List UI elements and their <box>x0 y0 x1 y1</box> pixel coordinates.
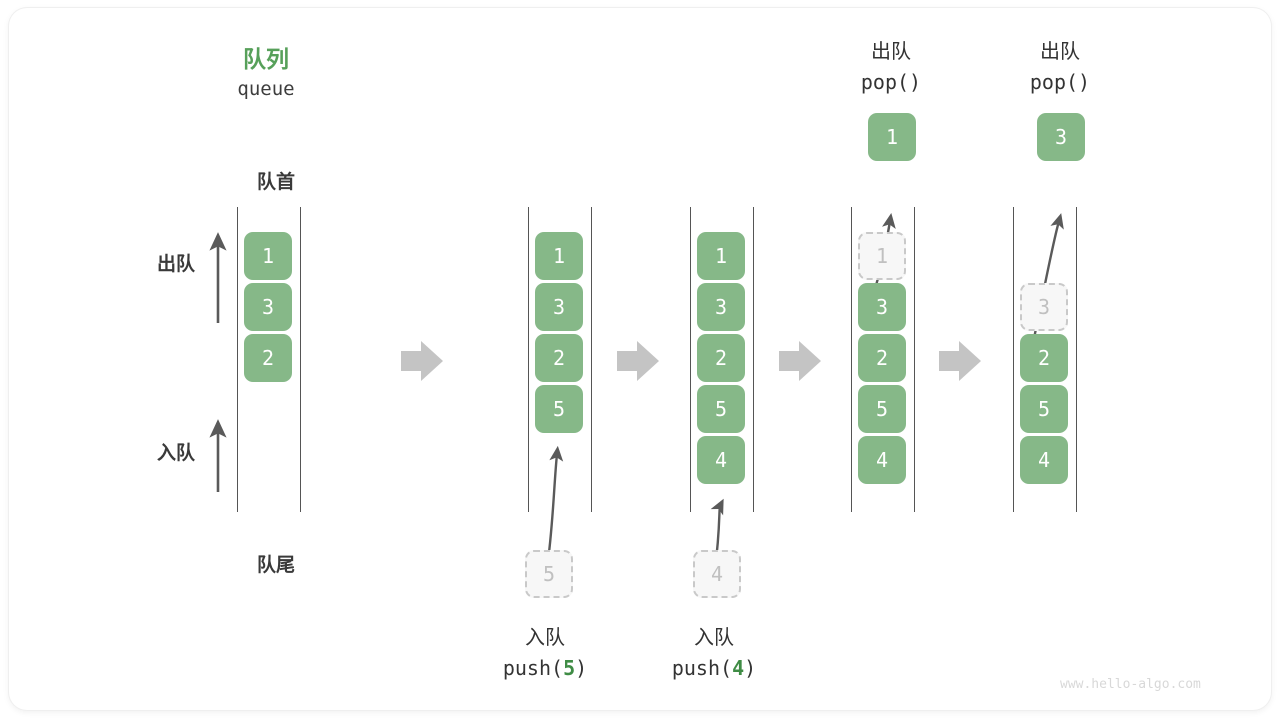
step-arrow-3 <box>779 341 821 381</box>
queue-cell: 2 <box>858 334 906 382</box>
code-highlight: 4 <box>732 656 745 680</box>
incoming-ghost-cell: 5 <box>525 550 573 598</box>
step-arrow-2 <box>617 341 659 381</box>
queue-cell: 3 <box>697 283 745 331</box>
queue-cell: 3 <box>244 283 292 331</box>
queue-cell: 5 <box>697 385 745 433</box>
page-title-en: queue <box>237 78 295 100</box>
queue-cell: 1 <box>244 232 292 280</box>
queue-cell: 5 <box>1020 385 1068 433</box>
pop-1-caption-cn: 出队 <box>871 41 911 63</box>
queue-cell: 2 <box>535 334 583 382</box>
push-5-caption-code: push(5) <box>465 656 625 680</box>
arrow-layer <box>209 212 1064 569</box>
code-suffix: ) <box>575 656 588 680</box>
rail-left <box>1013 207 1014 512</box>
rail-right <box>300 207 301 512</box>
queue-tail-label: 队尾 <box>256 555 295 576</box>
rail-left <box>528 207 529 512</box>
step-arrow-1 <box>401 341 443 381</box>
rail-right <box>1076 207 1077 512</box>
rail-right <box>753 207 754 512</box>
queue-cell: 2 <box>697 334 745 382</box>
queue-cell: 1 <box>535 232 583 280</box>
popped-value-cell: 1 <box>868 113 916 161</box>
queue-cell-ghost: 1 <box>858 232 906 280</box>
queue-head-label: 队首 <box>256 172 295 193</box>
queue-cell: 1 <box>697 232 745 280</box>
rail-left <box>237 207 238 512</box>
watermark: www.hello-algo.com <box>1060 677 1201 692</box>
page-title: 队列 <box>243 46 289 72</box>
rail-left <box>851 207 852 512</box>
queue-cell: 4 <box>858 436 906 484</box>
queue-cell: 5 <box>858 385 906 433</box>
pop-1-caption-code: pop() <box>860 70 922 94</box>
rail-right <box>591 207 592 512</box>
code-prefix: push( <box>502 656 564 680</box>
enqueue-side-label: 入队 <box>156 443 195 464</box>
rail-right <box>914 207 915 512</box>
diagram-card: 队列 queue 队首 队尾 出队 入队 1 3 2 1 3 2 5 5 入队 … <box>9 8 1271 710</box>
pop-3-caption-code: pop() <box>1029 70 1091 94</box>
code-suffix: ) <box>744 656 757 680</box>
queue-cell: 2 <box>1020 334 1068 382</box>
code-prefix: push( <box>671 656 733 680</box>
queue-cell: 5 <box>535 385 583 433</box>
queue-cell: 3 <box>535 283 583 331</box>
step-arrow-4 <box>939 341 981 381</box>
incoming-ghost-cell: 4 <box>693 550 741 598</box>
code-highlight: 5 <box>563 656 576 680</box>
push-5-caption-cn: 入队 <box>525 627 565 649</box>
push-4-caption-cn: 入队 <box>694 627 734 649</box>
rail-left <box>690 207 691 512</box>
queue-cell: 4 <box>697 436 745 484</box>
queue-cell: 2 <box>244 334 292 382</box>
queue-cell: 4 <box>1020 436 1068 484</box>
queue-cell: 3 <box>858 283 906 331</box>
popped-value-cell: 3 <box>1037 113 1085 161</box>
queue-cell-ghost: 3 <box>1020 283 1068 331</box>
push-4-caption-code: push(4) <box>634 656 794 680</box>
pop-3-caption-cn: 出队 <box>1040 41 1080 63</box>
dequeue-side-label: 出队 <box>156 254 195 275</box>
